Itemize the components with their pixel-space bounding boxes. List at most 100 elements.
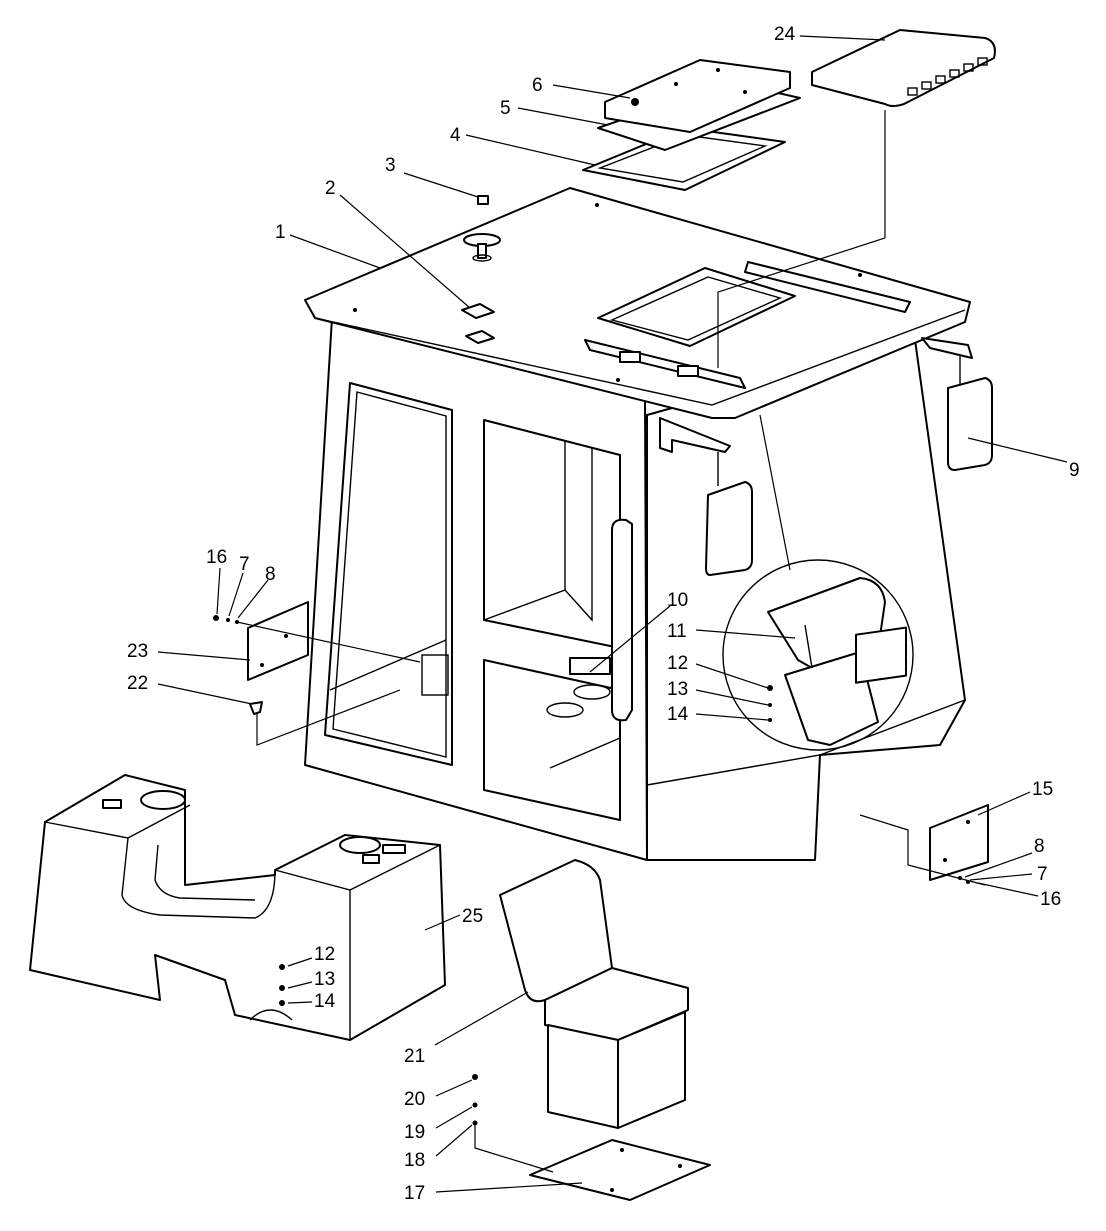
- leader-13b: [287, 981, 313, 989]
- leader-2: [339, 194, 471, 309]
- callout-23: 23: [127, 641, 148, 662]
- console-bolt: [279, 964, 285, 970]
- callout-16-right: 16: [1040, 889, 1061, 910]
- hatch-knob: [631, 98, 639, 106]
- light-bar: [717, 29, 996, 368]
- console-slot-right: [362, 854, 380, 864]
- callout-17: 17: [404, 1183, 425, 1204]
- detail-leader: [759, 414, 791, 571]
- console-washer: [279, 985, 285, 991]
- lamp: [977, 57, 988, 66]
- leader-16a: [216, 567, 221, 615]
- mount-plate: [529, 1139, 711, 1201]
- leader-12a: [695, 663, 769, 689]
- cab-corner-line: [814, 754, 821, 861]
- callout-1: 1: [275, 222, 286, 243]
- leader-13a: [695, 689, 769, 706]
- callout-2: 2: [325, 178, 336, 199]
- plate-rivet: [943, 858, 947, 862]
- leader-25: [424, 914, 461, 931]
- callout-12-console: 12: [314, 944, 335, 965]
- console-switch-right: [382, 844, 406, 854]
- door-inner-wall: [564, 448, 593, 622]
- callout-24: 24: [774, 24, 796, 45]
- detail-ring: [722, 559, 914, 751]
- leader-5: [517, 107, 609, 126]
- mirror-arm-left: [659, 417, 731, 453]
- hatch-cover-parts: [582, 59, 801, 191]
- mirror-glass-left: [705, 481, 753, 576]
- plate-rivet: [284, 634, 288, 638]
- control-console-base: [784, 651, 879, 746]
- console-washer: [279, 1000, 285, 1006]
- roof-rivet: [858, 273, 862, 277]
- leader-1: [289, 234, 381, 269]
- leader-7a: [228, 572, 244, 617]
- right-panel-leader: [859, 814, 986, 886]
- plate-rivet: [610, 1188, 614, 1192]
- lamp: [963, 63, 974, 72]
- door-hole-b: [546, 702, 584, 718]
- hatch-rivet: [743, 90, 747, 94]
- leader-19: [435, 1106, 473, 1129]
- seat-bolt: [472, 1074, 478, 1080]
- light-bar-leader: [717, 110, 886, 368]
- lamp: [949, 69, 960, 78]
- fastener: [767, 685, 773, 691]
- callout-11: 11: [667, 621, 687, 642]
- right-access-panel: [855, 626, 989, 886]
- antenna-foot: [472, 254, 492, 262]
- leader-8b: [964, 852, 1033, 878]
- left-window-frame: [324, 382, 453, 766]
- roof-rivet: [595, 203, 599, 207]
- leader-15: [977, 791, 1031, 816]
- left-panel-leader: [236, 621, 421, 663]
- light-bar-lamps: [907, 57, 988, 96]
- callout-13-detail: 13: [667, 679, 688, 700]
- grommet-22: [249, 701, 263, 715]
- leader-21: [434, 991, 529, 1046]
- leader-12b: [287, 957, 313, 967]
- washer: [958, 876, 962, 880]
- callout-8-right: 8: [1034, 836, 1045, 857]
- leader-14b: [287, 1001, 313, 1004]
- door-grab-handle: [611, 518, 633, 722]
- seat-washer: [472, 1102, 478, 1108]
- lamp: [921, 81, 932, 90]
- leader-17: [435, 1182, 583, 1193]
- plug-body: [477, 195, 489, 205]
- callout-7-left: 7: [239, 554, 250, 575]
- washer: [966, 880, 970, 884]
- leader-4: [465, 134, 596, 166]
- plate-rivet: [966, 820, 970, 824]
- leader-6: [552, 84, 631, 99]
- callout-22: 22: [127, 673, 148, 694]
- console-arch: [249, 1009, 293, 1021]
- leader-3: [403, 172, 479, 198]
- handle-bracket: [569, 657, 611, 675]
- mirror-arm-right: [921, 337, 973, 359]
- mirror-glass-right: [947, 377, 993, 471]
- antenna-stem: [477, 243, 487, 259]
- leader-24: [799, 35, 886, 41]
- leader-18: [435, 1124, 473, 1157]
- plate-rivet: [260, 663, 264, 667]
- hatch-clip-b: [677, 365, 699, 377]
- roof-rivet: [353, 308, 357, 312]
- callout-6: 6: [532, 75, 543, 96]
- hatch-frame-inner: [609, 276, 783, 341]
- seat-bolt-leader: [474, 1123, 554, 1173]
- callout-18: 18: [404, 1150, 425, 1171]
- console-cup-right: [339, 836, 381, 854]
- grommet-leader: [256, 689, 401, 746]
- operator-console: [29, 774, 446, 1041]
- roof-side-rail: [744, 261, 911, 313]
- callout-8-left: 8: [265, 564, 276, 585]
- leader-20: [435, 1079, 473, 1097]
- door-upper-window: [483, 419, 621, 649]
- right-cutout: [855, 626, 907, 684]
- left-window-inner: [332, 391, 447, 758]
- console-channel: [121, 837, 276, 919]
- left-access-panel: [213, 601, 421, 746]
